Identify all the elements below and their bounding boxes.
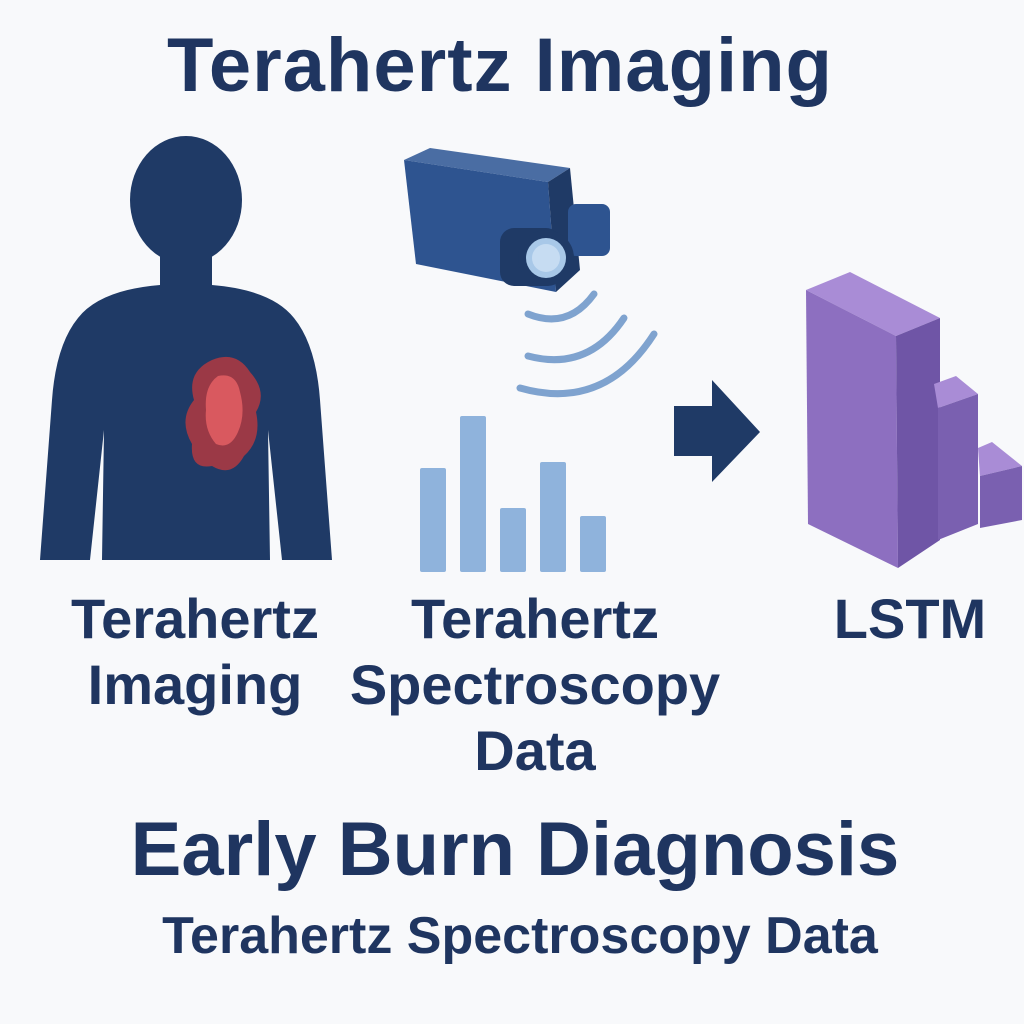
spectroscopy-label: Terahertz Spectroscopy Data [330,586,740,784]
signal-waves-icon [516,290,658,398]
lstm-label-line: LSTM [833,587,987,650]
headline: Early Burn Diagnosis [130,807,900,892]
spectrum-bars-icon [420,416,606,572]
imaging-label-line: Imaging [87,653,303,716]
lstm-label: LSTM [800,586,1020,652]
spectroscopy-label-line: Data [474,719,596,782]
lstm-block-icon [806,272,1022,568]
subline: Terahertz Spectroscopy Data [162,907,878,965]
burn-wound-icon [185,356,261,471]
diagram-title: Terahertz Imaging [167,23,833,108]
imaging-label-line: Terahertz [71,587,319,650]
imaging-label: Terahertz Imaging [40,586,350,718]
terahertz-camera-icon [404,148,610,292]
arrow-right-icon [674,380,760,482]
spectroscopy-label-line: Terahertz [411,587,659,650]
spectroscopy-label-line: Spectroscopy [349,653,721,716]
human-silhouette-icon [40,136,332,560]
